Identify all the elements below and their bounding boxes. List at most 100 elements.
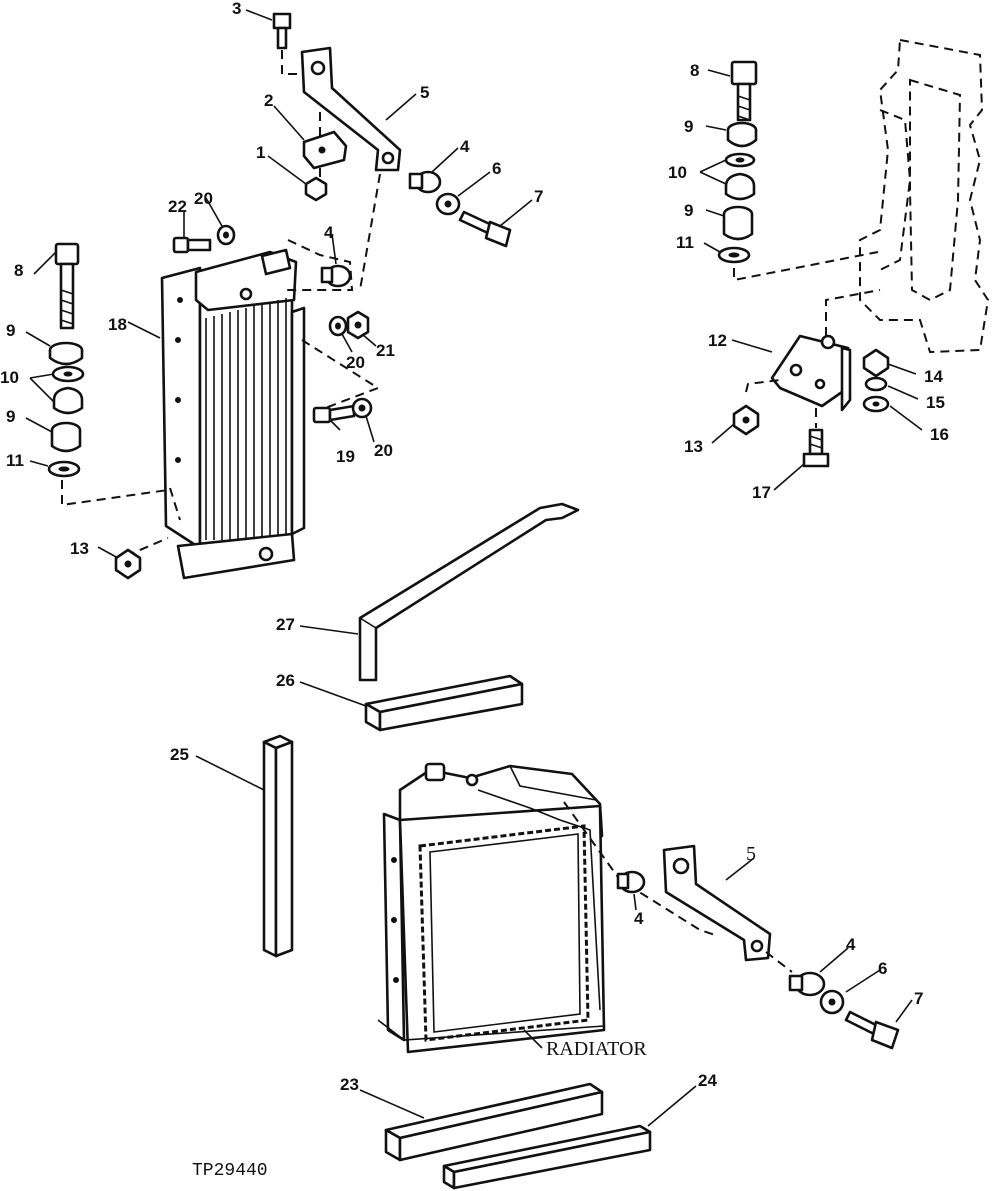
callout-20-bottom: 20 — [374, 441, 393, 460]
dash-line-11-right — [733, 251, 879, 282]
callout-20-top: 20 — [194, 189, 213, 208]
stud-4-top — [408, 170, 442, 194]
oil-cooler-18 — [160, 248, 306, 580]
callout-20-mid: 20 — [346, 353, 365, 372]
callout-5-top: 5 — [420, 83, 429, 102]
callout-labels: 3 2 1 5 4 6 7 22 20 4 8 18 9 10 9 11 13 … — [0, 0, 949, 1181]
callout-8-right: 8 — [690, 61, 699, 80]
callout-6-bottom: 6 — [878, 959, 887, 978]
seal-25 — [262, 734, 294, 958]
callout-11-right: 11 — [676, 233, 694, 252]
callout-21: 21 — [376, 341, 395, 360]
callout-9-left-top: 9 — [6, 321, 15, 340]
bolt-7-top — [458, 210, 512, 248]
stud-4-bottom — [788, 971, 826, 997]
isolator-10-left-b — [52, 386, 84, 415]
isolator-10-left-a — [51, 365, 85, 383]
nut-13-right — [732, 404, 760, 436]
callout-9-right-bottom: 9 — [684, 201, 693, 220]
callout-25: 25 — [170, 745, 189, 764]
callout-16: 16 — [930, 425, 949, 444]
radiator-label: RADIATOR — [546, 1038, 647, 1060]
isolator-9-left-bottom — [50, 421, 82, 453]
radiator — [377, 762, 606, 1054]
callout-5-bottom: 5 — [746, 843, 756, 865]
bolt-17 — [802, 428, 830, 468]
seal-24 — [442, 1124, 652, 1190]
isolator-10-right-b — [724, 172, 756, 201]
washer-20-bottom — [351, 397, 373, 419]
washer-20-top — [216, 224, 236, 246]
stud-4-left — [320, 264, 352, 288]
nut-21 — [346, 310, 370, 340]
washer-16 — [862, 395, 890, 413]
washer-20-mid — [328, 315, 348, 337]
washer-6-bottom — [819, 989, 845, 1015]
callout-1: 1 — [256, 143, 265, 162]
bracket-5-top — [300, 46, 402, 172]
isolator-9-left-top — [48, 341, 84, 366]
figure-code: TP29440 — [192, 1161, 268, 1181]
dash-line-radiator — [563, 801, 719, 937]
stud-4-radiator — [616, 870, 646, 894]
bolt-8-right — [730, 60, 758, 122]
callout-11-left: 11 — [6, 451, 24, 470]
dash-line-3 — [281, 50, 308, 75]
dash-line-5-bottom — [765, 951, 793, 973]
seal-27 — [358, 502, 580, 682]
washer-15 — [864, 376, 888, 392]
callout-3: 3 — [232, 0, 241, 18]
isolator-9-right-bottom — [722, 205, 754, 241]
callout-13-right: 13 — [684, 437, 703, 456]
isolator-9-right-top — [726, 121, 758, 148]
dash-line-13-right — [745, 379, 781, 393]
dash-line-11-left — [61, 480, 169, 507]
callout-2: 2 — [264, 91, 273, 110]
bolt-7-bottom — [844, 1010, 900, 1050]
washer-11-left — [47, 460, 81, 478]
bolt-22 — [172, 236, 212, 254]
callout-12: 12 — [708, 331, 727, 350]
callout-17: 17 — [752, 483, 771, 502]
dash-line-4-left — [284, 239, 354, 291]
callout-7-top: 7 — [534, 187, 543, 206]
seal-26 — [364, 674, 524, 732]
callout-6-top: 6 — [492, 159, 501, 178]
callout-4-top: 4 — [460, 137, 470, 156]
dash-line-bracket — [359, 173, 381, 291]
callout-19: 19 — [336, 447, 355, 466]
callout-7-bottom: 7 — [914, 989, 923, 1008]
dash-line-12 — [825, 289, 881, 336]
bracket-5-bottom — [662, 844, 772, 962]
callout-4-radiator: 4 — [634, 909, 644, 928]
callout-23: 23 — [340, 1075, 359, 1094]
callout-26: 26 — [276, 671, 295, 690]
callout-27: 27 — [276, 615, 295, 634]
callout-10-right: 10 — [668, 163, 687, 182]
block-2 — [302, 130, 348, 170]
nut-13-left — [114, 548, 142, 580]
callout-8-left: 8 — [14, 261, 23, 280]
callout-22: 22 — [168, 197, 187, 216]
washer-11-right — [717, 246, 751, 264]
seal-23 — [384, 1082, 604, 1162]
callout-24: 24 — [698, 1071, 717, 1090]
bolt-8-left — [54, 242, 80, 330]
isolator-10-right-a — [724, 152, 756, 168]
washer-6-top — [435, 192, 461, 216]
callout-13-left: 13 — [70, 539, 89, 558]
bolt-3 — [272, 12, 292, 50]
bracket-12 — [770, 334, 852, 412]
frame-outline — [859, 38, 990, 354]
dash-line-18 — [169, 487, 181, 521]
callout-4-bottom: 4 — [846, 935, 856, 954]
nut-1 — [304, 176, 328, 202]
leader-lines — [25, 9, 923, 1127]
bolt-19 — [312, 404, 356, 424]
callout-9-left-bottom: 9 — [6, 407, 15, 426]
callout-10-left: 10 — [0, 368, 19, 387]
nut-14 — [862, 348, 890, 378]
callout-9-right-top: 9 — [684, 117, 693, 136]
